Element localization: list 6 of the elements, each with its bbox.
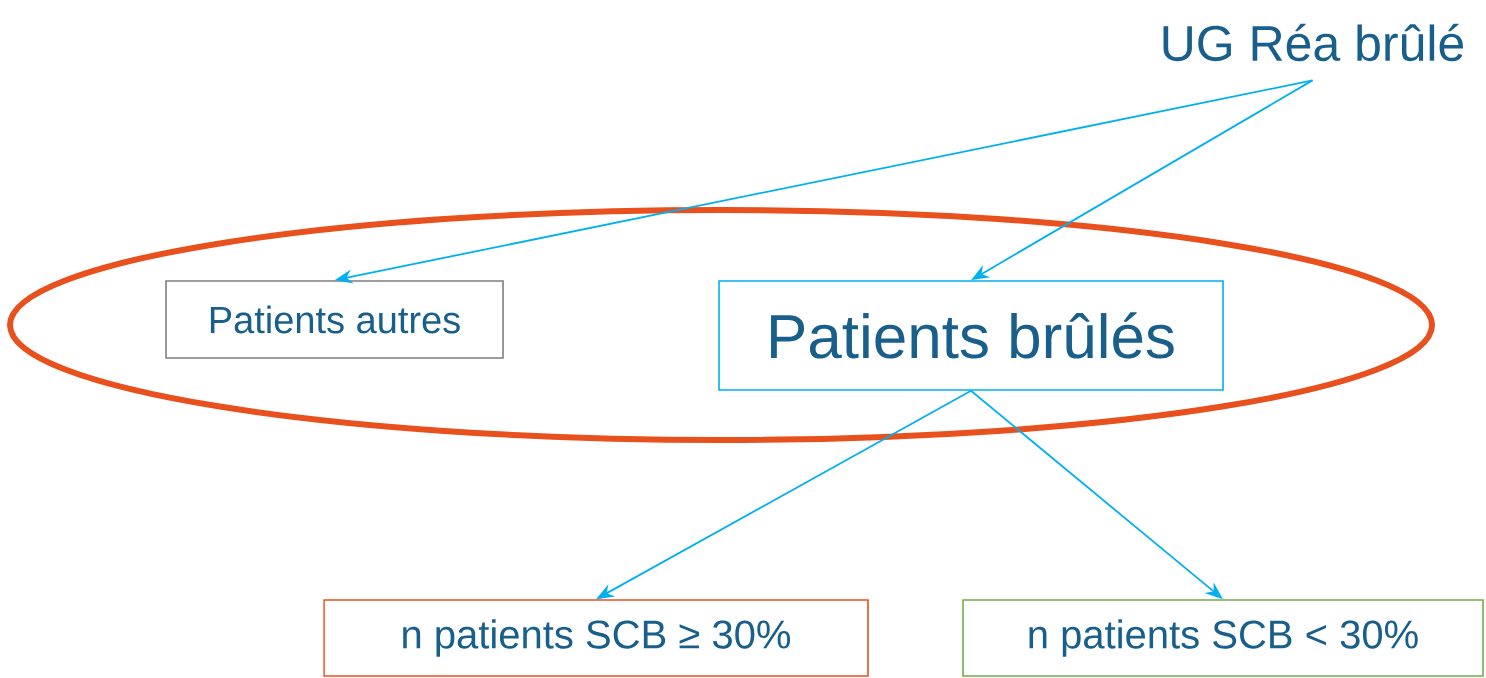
subgroup-box: n patients SCB < 30% (962, 599, 1484, 677)
category-box: Patients autres (165, 280, 504, 359)
group-ellipse (7, 207, 1435, 443)
category-box: Patients brûlés (718, 280, 1224, 391)
subgroup-box: n patients SCB ≥ 30% (323, 599, 869, 677)
title-text: UG Réa brûlé (1163, 23, 1464, 62)
